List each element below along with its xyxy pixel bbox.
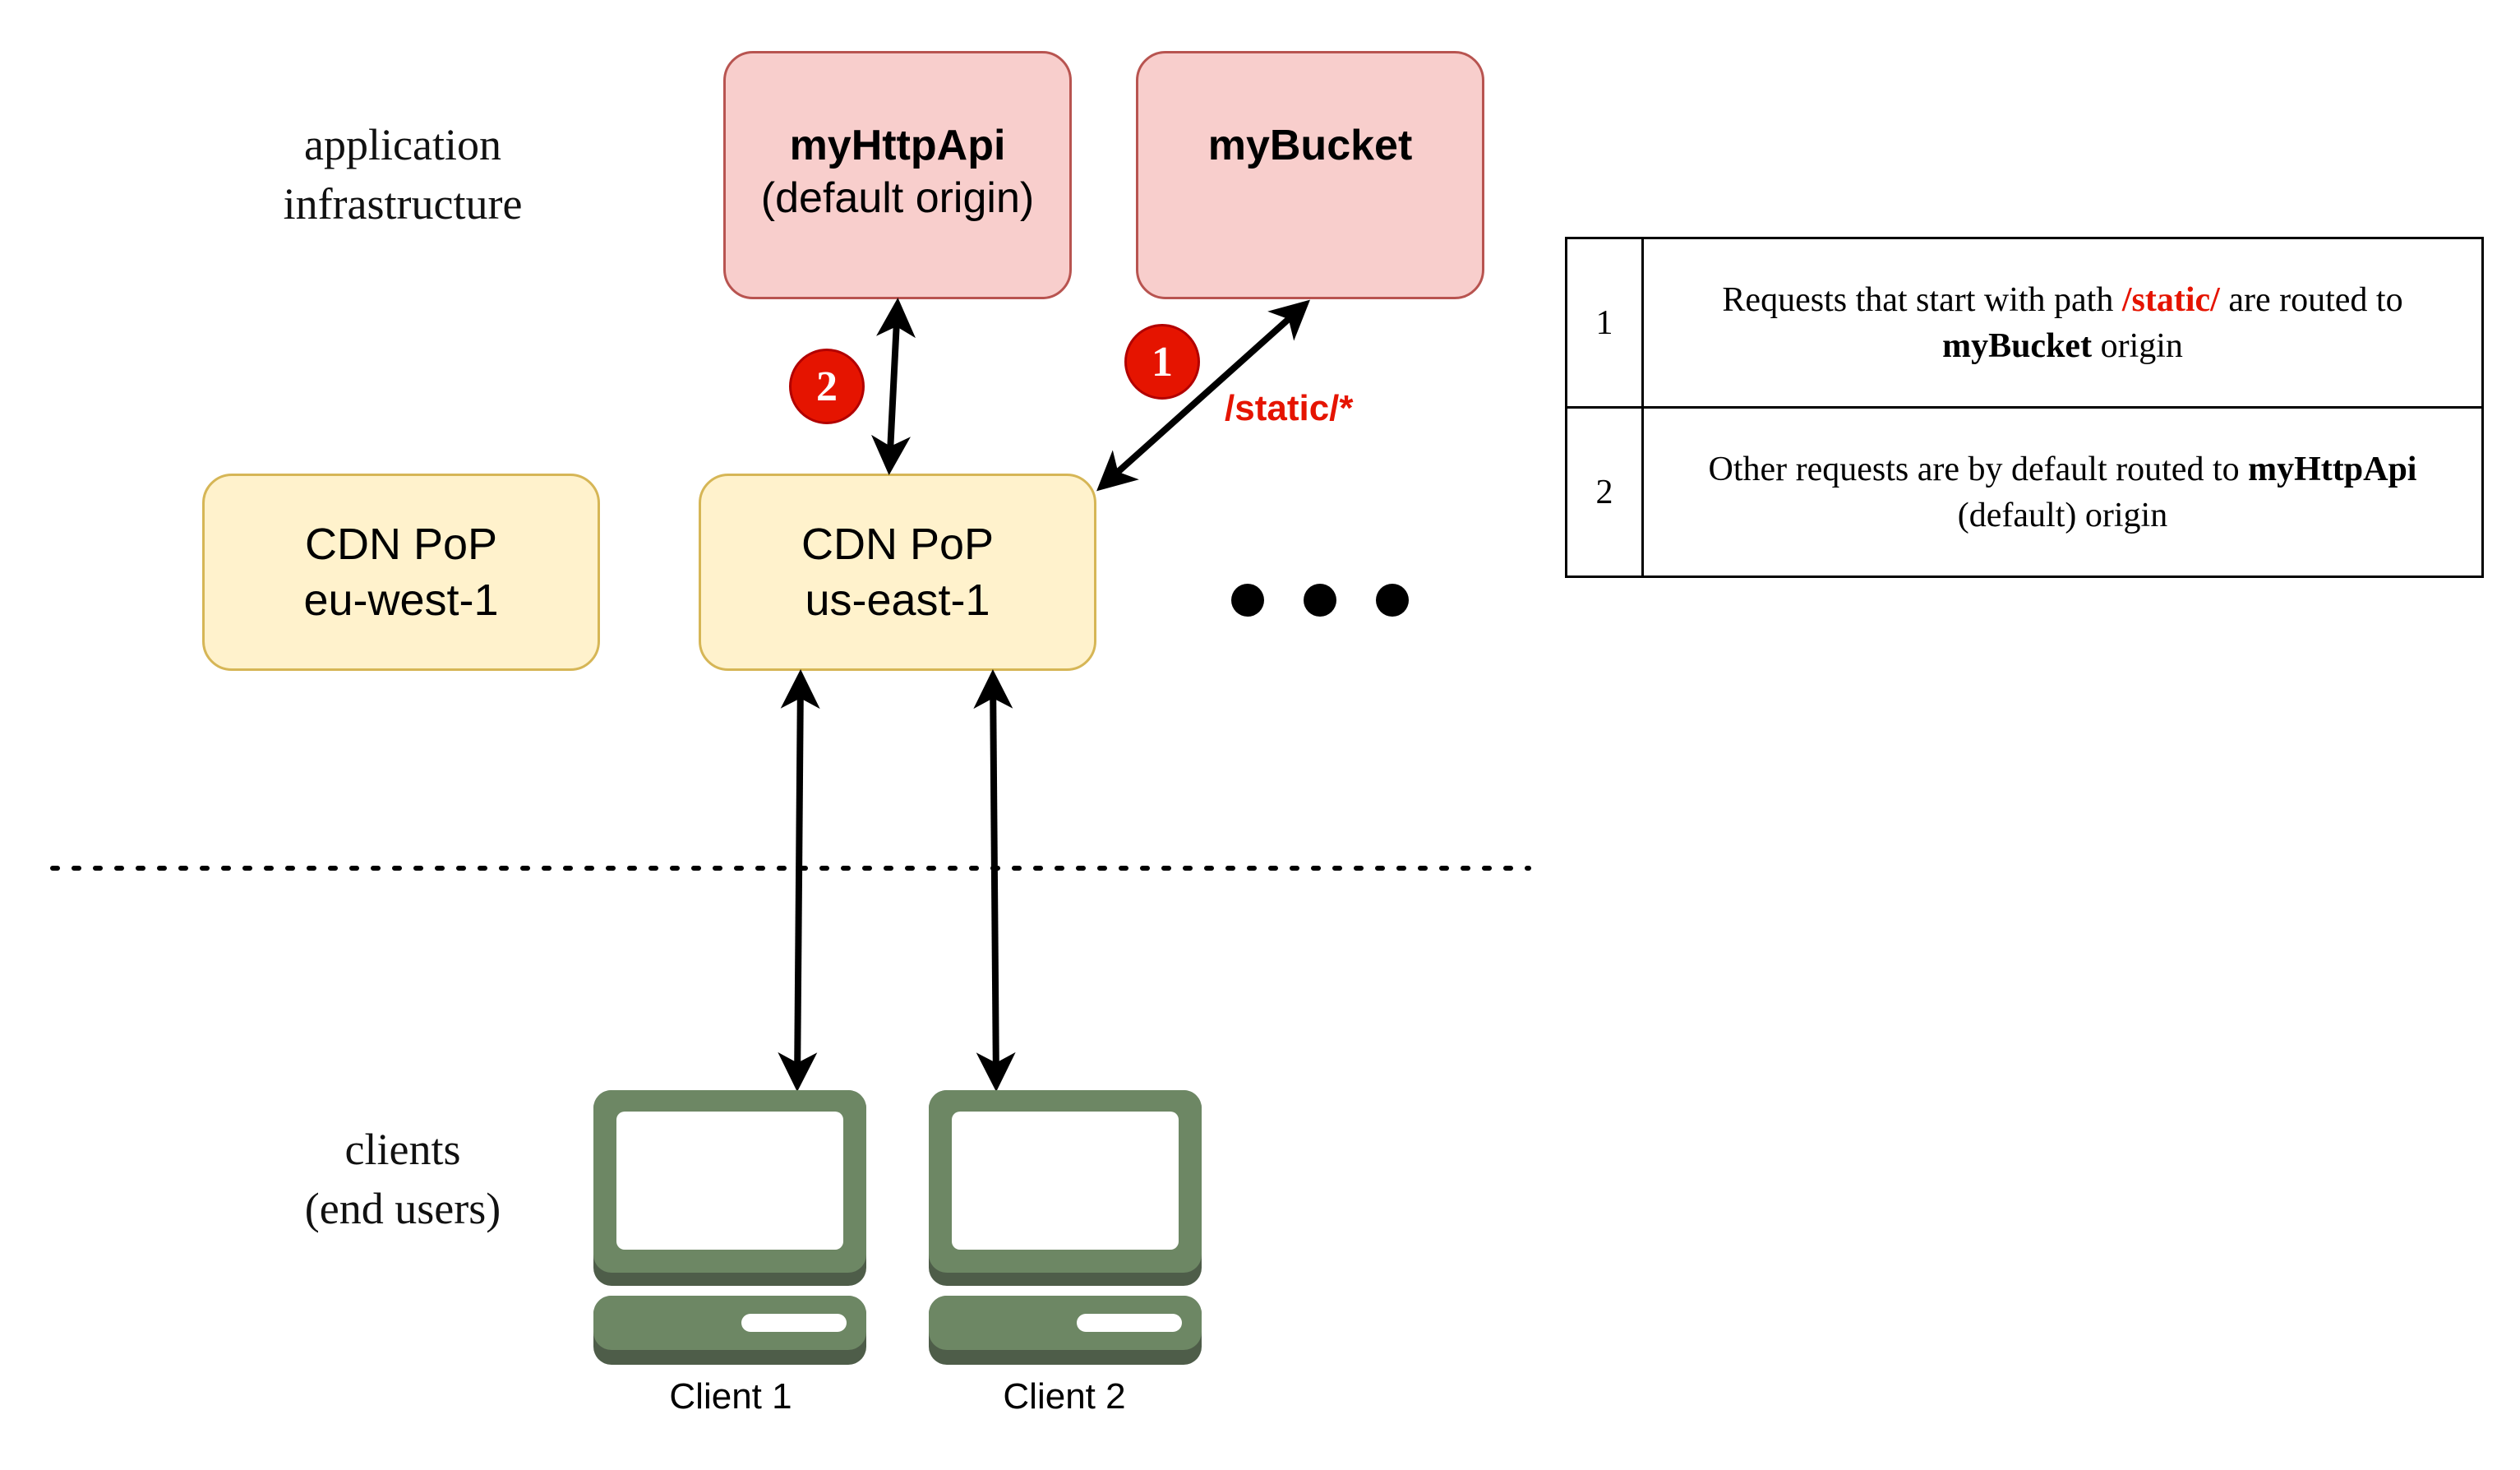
arrow-pop-to-client-2 (973, 669, 1016, 1092)
client-2[interactable]: Client 2 (927, 1090, 1207, 1435)
computer-icon (593, 1090, 866, 1365)
legend-2-text-before: Other requests are by default routed to (1708, 450, 2249, 488)
legend-row-2-text: Other requests are by default routed to … (1641, 406, 2484, 578)
legend-1-text-middle: are routed to (2219, 280, 2403, 319)
origin-myhttpapi[interactable]: myHttpApi (default origin) (723, 51, 1072, 299)
origin-api-subtitle: (default origin) (760, 174, 1035, 222)
legend-row-2: 2 Other requests are by default routed t… (1565, 406, 2484, 578)
pop-eu-line1: CDN PoP (304, 520, 498, 569)
badge-2: 2 (789, 349, 865, 424)
origin-bucket-name: myBucket (1207, 122, 1413, 169)
origin-api-name: myHttpApi (789, 122, 1006, 169)
computer-icon (929, 1090, 1202, 1365)
legend-row-1-number: 1 (1565, 237, 1644, 409)
clients-label-line1: clients (344, 1125, 461, 1174)
legend-1-highlight: /static/ (2121, 280, 2220, 319)
pop-us-line1: CDN PoP (801, 520, 995, 569)
legend-1-text-after: origin (2092, 326, 2183, 365)
clients-label-line2: (end users) (304, 1184, 501, 1233)
client-1-label: Client 1 (669, 1376, 792, 1417)
more-pops-dot-2 (1304, 584, 1336, 617)
legend-row-1: 1 Requests that start with path /static/… (1565, 237, 2484, 409)
routing-legend-table: 1 Requests that start with path /static/… (1565, 237, 2484, 578)
pop-us-line2: us-east-1 (805, 576, 990, 625)
cdn-pop-eu-west-1[interactable]: CDN PoP eu-west-1 (202, 474, 600, 671)
legend-row-2-number: 2 (1565, 406, 1644, 578)
arrow-api-to-pop (871, 298, 916, 475)
infrastructure-label: application infrastructure (247, 115, 559, 233)
legend-2-bold: myHttpApi (2248, 450, 2417, 488)
badge-1: 1 (1124, 324, 1200, 400)
arrow-bucket-to-pop (1096, 299, 1310, 492)
cdn-pop-us-east-1[interactable]: CDN PoP us-east-1 (699, 474, 1096, 671)
more-pops-dot-1 (1231, 584, 1264, 617)
client-1[interactable]: Client 1 (592, 1090, 871, 1435)
static-path-label: /static/* (1225, 388, 1354, 428)
client-2-label: Client 2 (1003, 1376, 1126, 1417)
legend-row-1-text: Requests that start with path /static/ a… (1641, 237, 2484, 409)
origin-mybucket[interactable]: myBucket (1136, 51, 1484, 299)
infra-label-line1: application (304, 120, 501, 169)
legend-1-text-before: Requests that start with path (1722, 280, 2122, 319)
legend-2-text-after: (default) origin (1957, 496, 2168, 534)
more-pops-dot-3 (1376, 584, 1409, 617)
clients-label: clients (end users) (247, 1120, 559, 1238)
pop-eu-line2: eu-west-1 (303, 576, 499, 625)
arrow-pop-to-client-1 (778, 669, 820, 1092)
legend-1-bold: myBucket (1942, 326, 2093, 365)
infra-label-line2: infrastructure (283, 179, 523, 229)
